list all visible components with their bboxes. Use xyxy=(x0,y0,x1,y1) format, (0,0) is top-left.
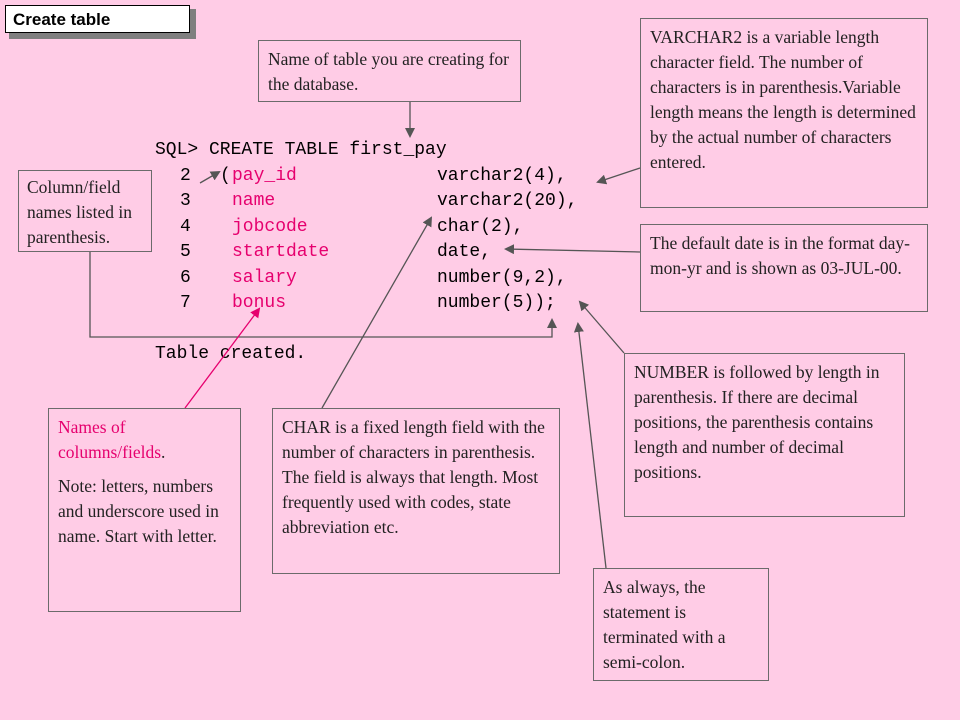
sql-row: 5 xyxy=(180,240,191,266)
line-number: 3 xyxy=(180,191,191,211)
arrow-names-columns xyxy=(184,307,261,409)
column-type: number(9,2), xyxy=(437,267,567,288)
note-varchar2: VARCHAR2 is a variable length character … xyxy=(640,18,928,208)
arrow-date xyxy=(504,244,641,255)
column-type: date, xyxy=(437,242,492,262)
column-type: varchar2(4), xyxy=(437,165,567,186)
open-paren: ( xyxy=(220,165,231,186)
slide-title: Create table xyxy=(5,5,190,33)
column-name: name xyxy=(232,191,276,211)
note-table-name-text: Name of table you are creating for the d… xyxy=(268,49,509,94)
note-semicolon-text: As always, the statement is terminated w… xyxy=(603,577,726,672)
column-type: char(2), xyxy=(437,216,524,237)
sql-row: 2 xyxy=(180,164,191,190)
line-number: 4 xyxy=(180,216,191,237)
note-char: CHAR is a fixed length field with the nu… xyxy=(272,408,560,574)
bracket-column-names xyxy=(89,252,557,338)
sql-result: Table created. xyxy=(155,344,307,364)
note-varchar2-text: VARCHAR2 is a variable length character … xyxy=(650,27,916,172)
sql-row: 3 xyxy=(180,189,191,215)
note-date-text: The default date is in the format day-mo… xyxy=(650,233,910,278)
sql-prompt-line: SQL> CREATE TABLE first_pay xyxy=(155,140,447,160)
line-number: 7 xyxy=(180,293,191,313)
title-wrap: Create table xyxy=(5,5,196,39)
column-name: bonus xyxy=(232,293,287,313)
note-number-text: NUMBER is followed by length in parenthe… xyxy=(634,362,880,482)
column-name: pay_id xyxy=(232,165,297,186)
note-table-name: Name of table you are creating for the d… xyxy=(258,40,521,102)
sql-row: 6 xyxy=(180,266,191,292)
column-type: varchar2(20), xyxy=(437,191,578,211)
arrow-semicolon xyxy=(573,322,607,569)
column-type: number(5)); xyxy=(437,293,556,313)
line-number: 5 xyxy=(180,242,191,262)
arrow-number xyxy=(578,300,625,354)
line-number: 2 xyxy=(180,165,191,186)
column-name: startdate xyxy=(232,242,330,262)
arrow-varchar2 xyxy=(596,167,641,185)
note-char-text: CHAR is a fixed length field with the nu… xyxy=(282,417,545,537)
sql-row: 4 xyxy=(180,215,191,241)
note-names-heading: Names of columns/fields. xyxy=(58,415,231,465)
names-period: . xyxy=(161,442,166,462)
column-name: salary xyxy=(232,267,297,288)
names-of-columns-label: Names of columns/fields xyxy=(58,417,162,462)
note-date: The default date is in the format day-mo… xyxy=(640,224,928,312)
sql-row: 7 xyxy=(180,291,191,317)
line-number: 6 xyxy=(180,267,191,288)
note-column-names-text: Column/field names listed in parenthesis… xyxy=(27,177,132,247)
column-name: jobcode xyxy=(232,216,308,237)
note-number: NUMBER is followed by length in parenthe… xyxy=(624,353,905,517)
note-column-names: Column/field names listed in parenthesis… xyxy=(18,170,152,252)
arrow-char xyxy=(321,216,432,409)
note-names-text: Note: letters, numbers and underscore us… xyxy=(58,476,219,546)
note-names-of-columns: Names of columns/fields. Note: letters, … xyxy=(48,408,241,612)
note-semicolon: As always, the statement is terminated w… xyxy=(593,568,769,681)
arrow-open-paren xyxy=(199,170,221,184)
